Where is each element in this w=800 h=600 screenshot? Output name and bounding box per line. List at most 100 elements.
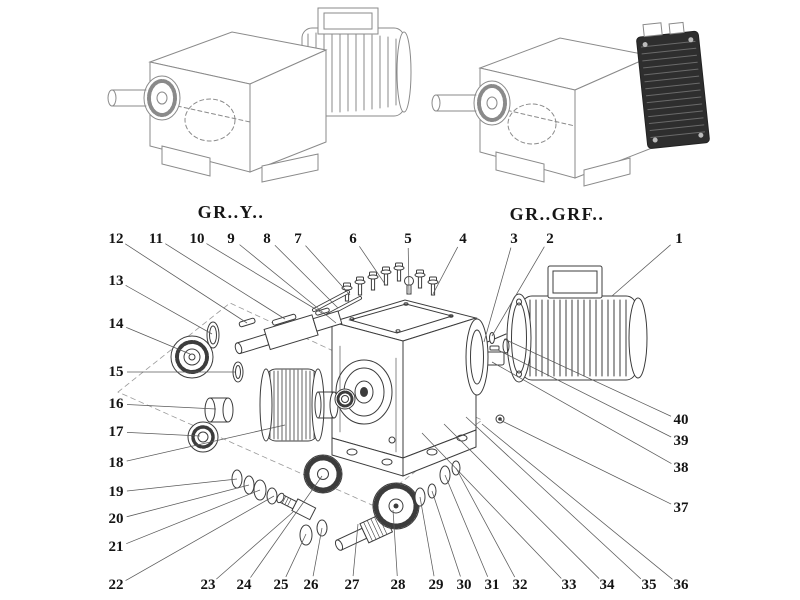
leader-lines [125,243,673,581]
leader-line-2 [491,246,545,337]
leader-line-17 [126,432,201,437]
callout-label-34: 34 [600,577,616,593]
callout-label-32: 32 [513,577,528,593]
output-coupling-teeth-grf [477,84,507,122]
leader-line-4 [432,246,459,295]
leader-line-36 [481,423,673,580]
exploded-view [117,262,648,551]
leader-line-1 [611,244,671,297]
callout-label-24: 24 [237,577,253,593]
gear-housing [330,299,489,477]
leader-line-5 [407,247,410,294]
output-shaft-y [107,89,147,107]
callout-label-7: 7 [294,231,302,247]
leader-line-23 [216,511,294,580]
leader-line-10 [206,243,323,314]
callout-label-28: 28 [391,577,406,593]
washer-40 [502,338,510,354]
leader-line-8 [274,245,339,309]
callout-label-30: 30 [457,577,472,593]
callout-label-11: 11 [149,231,163,247]
key-39 [489,345,500,351]
foot-y-right [261,153,319,183]
callout-label-5: 5 [404,231,412,247]
callout-label-9: 9 [227,231,235,247]
callout-label-38: 38 [674,460,689,476]
leader-line-19 [126,478,238,492]
leader-line-28 [392,509,398,577]
foot-grf-right [583,157,631,187]
leader-line-38 [491,361,672,464]
leader-line-7 [305,245,351,296]
leader-line-3 [483,247,512,343]
leader-line-13 [125,285,213,335]
callout-label-2: 2 [546,231,554,247]
gearbox-grf [431,37,654,187]
callout-label-3: 3 [510,231,518,247]
motor [506,265,648,383]
callout-label-29: 29 [429,577,444,593]
callout-label-37: 37 [674,500,690,516]
callout-label-33: 33 [562,577,577,593]
drain-plug [388,436,396,444]
callout-label-36: 36 [674,577,690,593]
pinion-shaft-23 [276,492,317,521]
leader-line-40 [503,338,672,417]
gear-24 [303,454,343,494]
figure-gr-grf [431,21,710,187]
washer-22 [266,487,278,505]
motor-y [301,7,412,117]
callout-label-8: 8 [263,231,271,247]
callout-label-25: 25 [274,577,289,593]
figure-title-left: GR..Y.. [198,202,265,222]
callout-label-6: 6 [349,231,357,247]
callout-label-1: 1 [675,231,683,247]
leader-line-33 [421,432,562,579]
callout-label-21: 21 [109,539,124,555]
washer-2 [489,332,495,344]
leader-line-37 [499,419,672,505]
callout-label-4: 4 [459,231,467,247]
callout-label-22: 22 [109,577,124,593]
helical-gear-18 [259,368,339,442]
key-12 [238,317,256,328]
gear-28 [372,482,420,530]
callout-label-16: 16 [109,396,125,412]
callout-label-14: 14 [109,316,125,332]
bearing-small [334,388,356,410]
washers-19-22 [231,469,278,505]
callout-label-17: 17 [109,424,125,440]
leader-line-24 [250,475,323,578]
leader-line-14 [126,327,191,355]
leader-line-9 [239,244,337,324]
callout-label-13: 13 [109,273,124,289]
leader-line-21 [126,489,261,545]
retaining-ring-13 [206,321,220,349]
flange-block-grf [636,21,710,149]
callout-label-10: 10 [190,231,205,247]
foot-grf-left [495,151,545,183]
callout-label-31: 31 [485,577,500,593]
leader-line-39 [497,349,672,438]
leader-line-35 [465,416,642,580]
fan-cowl [628,297,648,379]
output-coupling-teeth-y [147,79,177,117]
leader-line-32 [455,467,516,578]
callout-label-20: 20 [109,511,124,527]
leader-line-31 [444,474,489,577]
leader-line-6 [359,246,386,285]
leader-line-16 [126,404,217,410]
leader-line-12 [125,243,248,324]
leader-line-20 [126,484,250,518]
leader-line-27 [352,523,359,577]
callout-label-27: 27 [345,577,361,593]
callout-label-23: 23 [201,577,216,593]
callout-label-18: 18 [109,455,124,471]
shaft-key-11 [271,313,297,326]
callout-label-26: 26 [304,577,320,593]
input-shaft-assembly [234,307,343,355]
assembly-axis-plane [117,302,483,506]
